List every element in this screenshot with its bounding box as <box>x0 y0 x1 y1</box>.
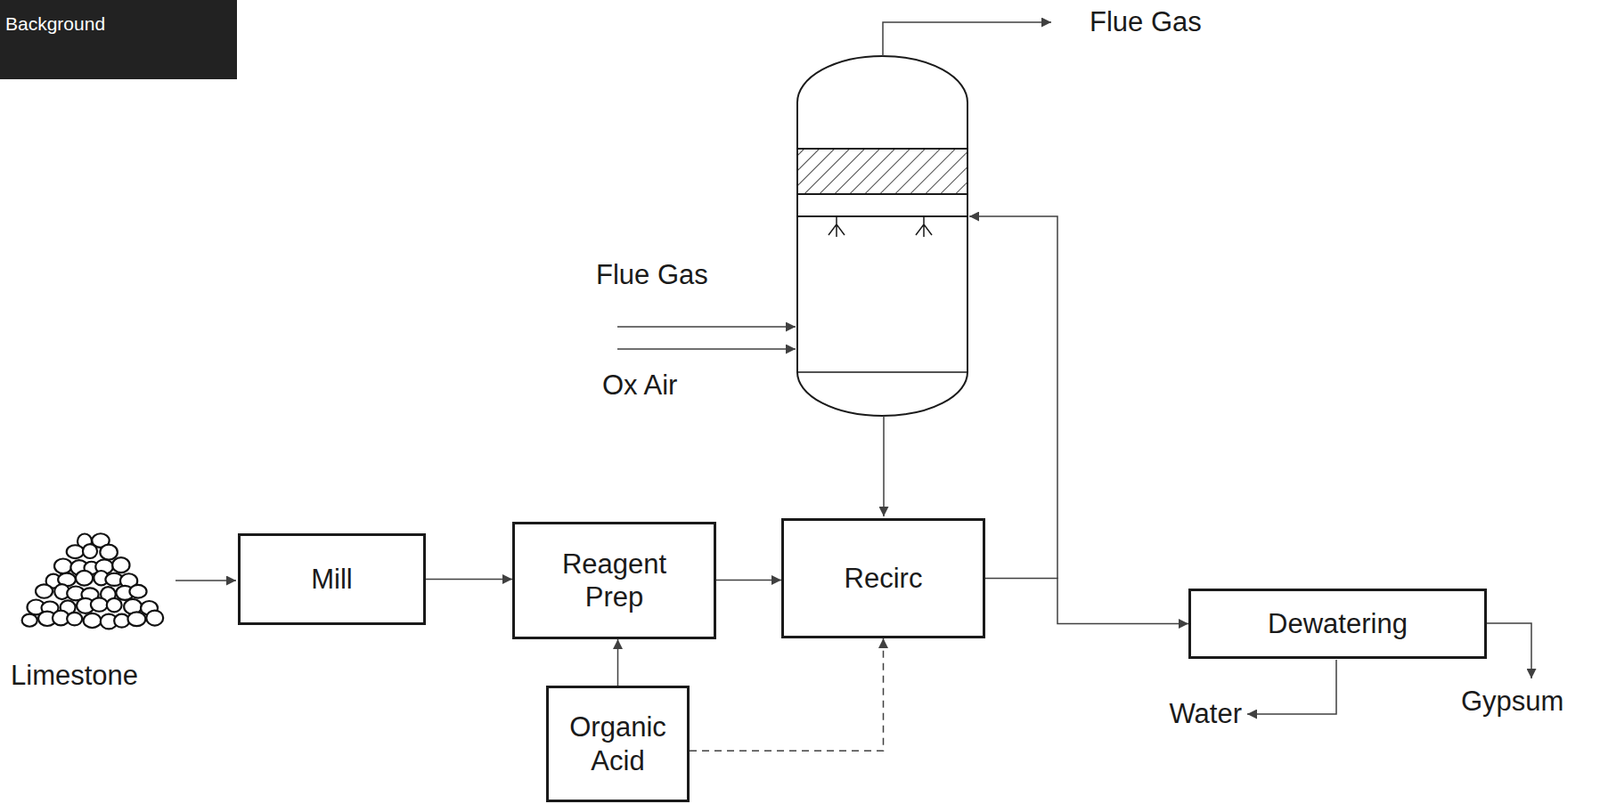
flue-gas-inlet <box>617 326 796 328</box>
node-label: Organic Acid <box>560 710 677 777</box>
limestone-pebble <box>22 614 38 628</box>
process-box: Recirc <box>781 518 986 639</box>
packing-layer <box>797 148 968 195</box>
limestone-pebble <box>106 598 123 613</box>
limestone-pebble <box>83 613 102 629</box>
process-box: Organic Acid <box>546 685 690 803</box>
process-box: Reagent Prep <box>512 522 717 640</box>
stream-label: Ox Air <box>602 369 678 402</box>
flow-arrow <box>689 638 884 752</box>
flow-arrow <box>617 639 620 686</box>
limestone-pebble <box>82 544 98 559</box>
stream-label: Gypsum <box>1461 685 1564 719</box>
limestone-pebble <box>114 614 130 629</box>
limestone-feed <box>175 579 237 582</box>
limestone-pile <box>22 533 164 629</box>
stream-label: Water <box>1168 698 1242 731</box>
limestone-pebble <box>54 558 73 574</box>
water-outlet <box>1247 660 1337 715</box>
node-label: Recirc <box>844 562 923 596</box>
limestone-pebble <box>66 545 84 559</box>
spray-nozzles <box>828 216 932 237</box>
section-tag: Background <box>0 0 237 80</box>
flow-arrow <box>716 579 782 582</box>
limestone-pebble <box>99 545 118 561</box>
limestone-pebble <box>35 584 53 598</box>
absorber-drain <box>882 416 885 517</box>
limestone-pebble <box>90 597 108 612</box>
absorber-vessel <box>797 56 968 417</box>
limestone-pebble <box>66 612 82 627</box>
spray-header <box>797 215 968 218</box>
node-label: Dewatering <box>1267 607 1408 641</box>
limestone-pebble <box>129 585 147 599</box>
process-box: Mill <box>237 533 426 626</box>
flow-arrow <box>425 579 513 581</box>
limestone-pebble <box>75 571 93 587</box>
stream-label: Limestone <box>10 660 139 693</box>
limestone-pebble <box>146 611 164 627</box>
process-box: Dewatering <box>1188 588 1487 660</box>
limestone-pebble <box>127 612 146 627</box>
ox-air-inlet <box>617 348 796 351</box>
liquid-level <box>797 371 968 374</box>
stream-label: Flue Gas <box>1089 6 1202 39</box>
gypsum-outlet <box>1486 623 1532 679</box>
node-label: Mill <box>310 563 353 596</box>
node-label: Background <box>5 12 106 35</box>
stream-label: Flue Gas <box>595 259 709 292</box>
limestone-pebble <box>112 557 130 573</box>
flue-gas-outlet <box>882 22 1052 57</box>
node-label: Reagent Prep <box>543 547 686 614</box>
flow-arrow <box>985 579 1189 625</box>
